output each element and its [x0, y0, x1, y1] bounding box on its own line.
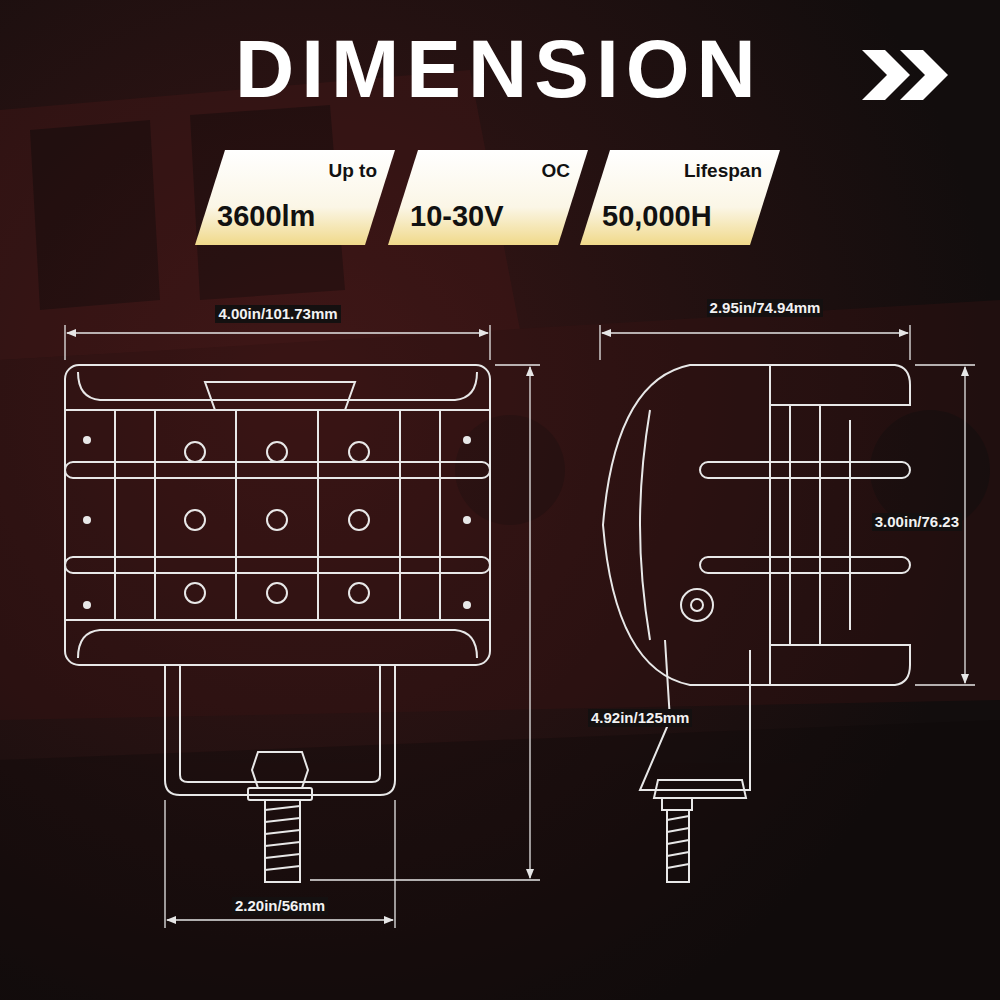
badge-caption: Up to — [328, 160, 377, 182]
dimension-label: 2.20in/56mm — [232, 897, 328, 915]
badge-value: 50,000H — [602, 200, 712, 233]
dimension-label: 4.92in/125mm — [588, 709, 692, 727]
vehicle-silhouette — [0, 70, 1000, 1000]
badge-outline — [580, 150, 780, 245]
badge-caption: Lifespan — [684, 160, 762, 182]
front-view — [65, 365, 490, 882]
spec-badge: OC 10-30V — [388, 150, 588, 245]
dimension-label: 4.00in/101.73mm — [215, 305, 340, 323]
chevron-icon — [862, 50, 948, 100]
dimension-label: 2.95in/74.94mm — [707, 299, 824, 317]
dimension-label: 3.00in/76.23 — [872, 513, 962, 531]
badge-outline — [195, 150, 395, 245]
badge-value: 3600lm — [217, 200, 315, 233]
badge-outline — [388, 150, 588, 245]
badge-value: 10-30V — [410, 200, 504, 233]
spec-badge: Lifespan 50,000H — [580, 150, 780, 245]
spec-badge: Up to 3600lm — [195, 150, 395, 245]
side-view — [0, 0, 910, 882]
page-title: DIMENSION — [235, 28, 763, 110]
badge-caption: OC — [542, 160, 571, 182]
dimension-lines — [65, 325, 975, 928]
